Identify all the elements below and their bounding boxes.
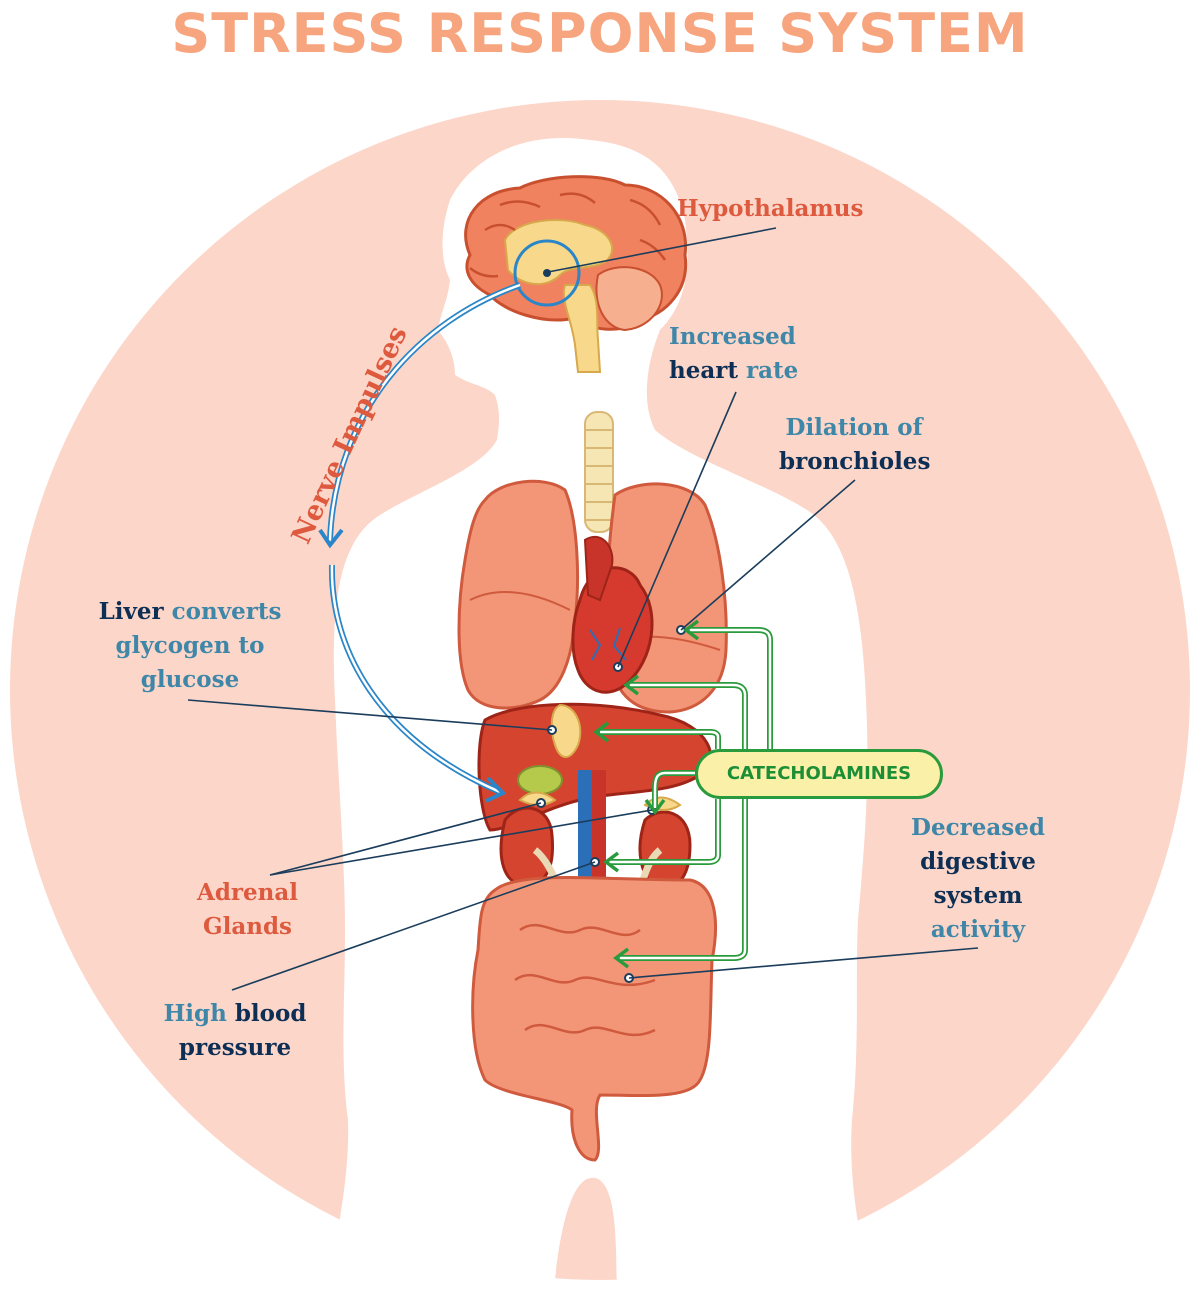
- trachea-icon: [584, 411, 614, 533]
- label-digestive: Decreased digestive system activity: [911, 814, 1045, 943]
- label-heart-rate: Increased heart rate: [669, 323, 799, 384]
- heart-icon: [571, 535, 654, 694]
- arrowhead-icon: [318, 528, 344, 549]
- label-liver: Liver converts glycogen to glucose: [98, 598, 282, 693]
- hypothalamus-highlight-ring: [513, 239, 581, 307]
- arrowhead-icon: [485, 776, 507, 803]
- catecholamines-badge: CATECHOLAMINES: [695, 749, 943, 799]
- label-hypothalamus: Hypothalamus: [677, 195, 864, 222]
- page-title: STRESS RESPONSE SYSTEM: [171, 2, 1029, 65]
- label-blood-pressure: High blood pressure: [163, 1000, 307, 1061]
- intestines-icon: [471, 876, 718, 1162]
- label-adrenal-glands: Adrenal Glands: [196, 879, 299, 940]
- label-bronchioles: Dilation of bronchioles: [779, 414, 931, 475]
- callout-lines: [187, 227, 979, 991]
- arrowhead-icon: [593, 619, 700, 969]
